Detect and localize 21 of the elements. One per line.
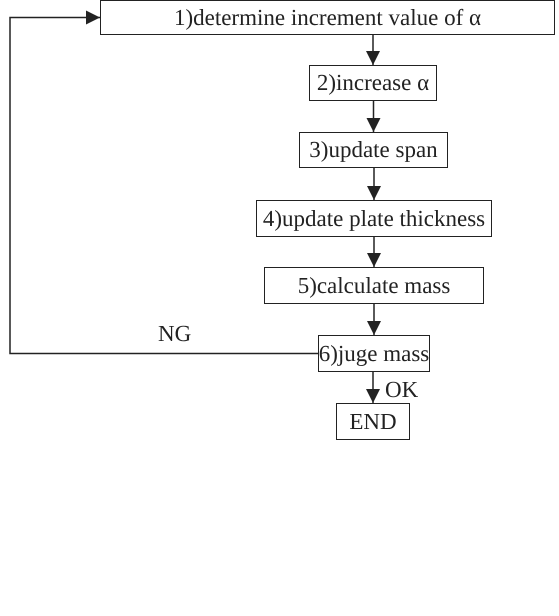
arrow	[9, 10, 318, 354]
step-text: 5)calculate mass	[298, 272, 450, 298]
arrow	[366, 35, 380, 65]
process-box	[264, 267, 484, 304]
step-text: 6)juge mass	[318, 340, 430, 366]
process-box	[318, 335, 430, 372]
arrow	[366, 372, 380, 403]
step-text: 4)update plate thickness	[262, 206, 486, 232]
step-text: 3)update span	[309, 137, 438, 163]
arrow	[367, 168, 381, 200]
process-box	[256, 200, 492, 237]
process-box	[299, 132, 448, 168]
step-text: 1)determine increment value of α	[174, 4, 482, 30]
process-box	[336, 403, 410, 440]
process-box	[309, 65, 437, 101]
step-text: END	[349, 408, 397, 434]
arrow	[366, 101, 380, 132]
step-text: 2)increase α	[316, 70, 430, 96]
arrow	[367, 304, 381, 335]
process-box	[100, 0, 555, 35]
arrow	[367, 237, 381, 267]
